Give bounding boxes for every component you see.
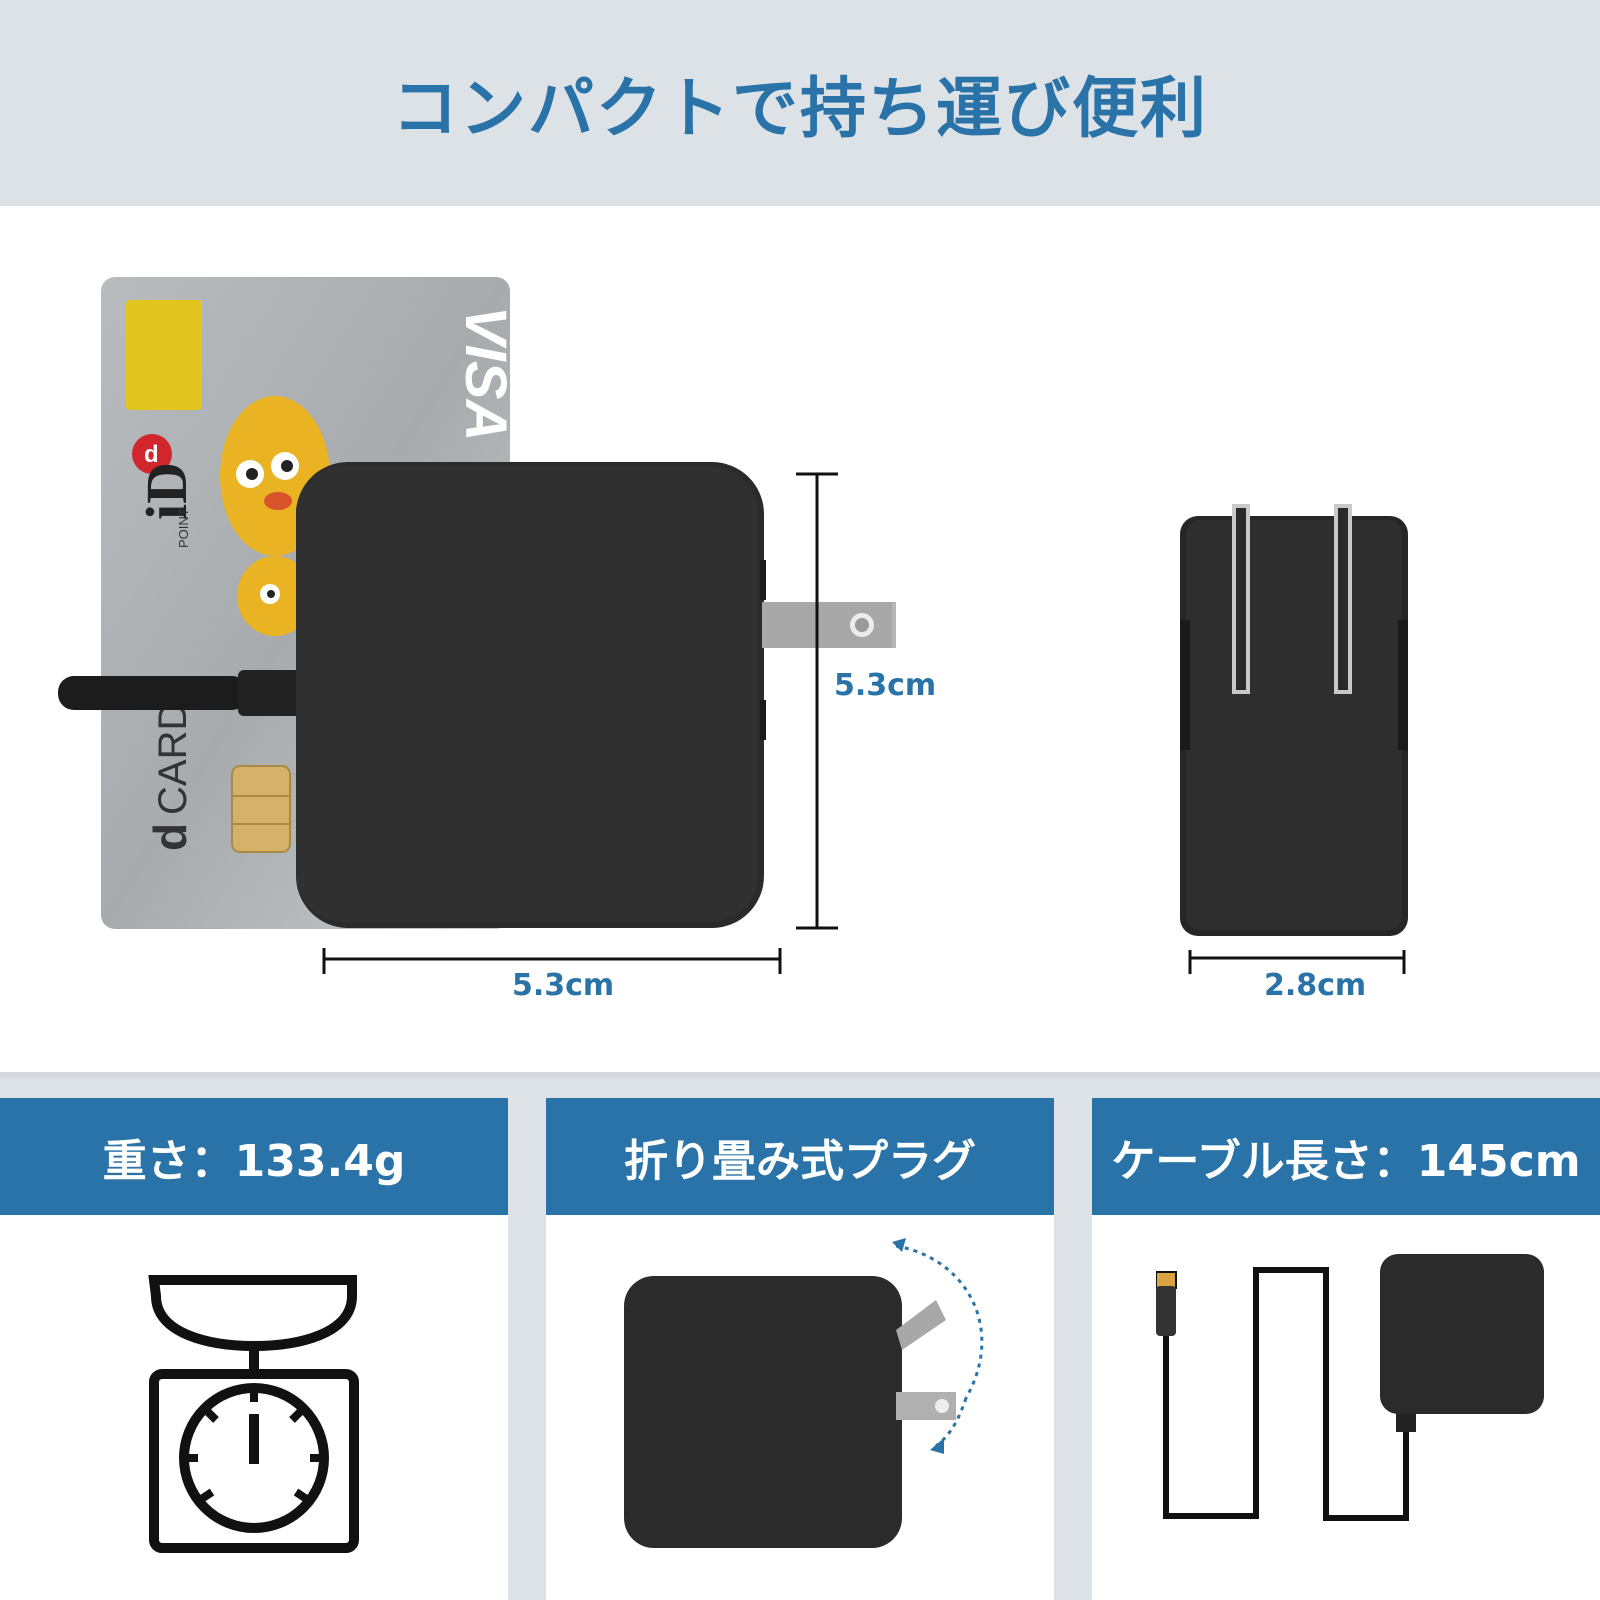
feature-label-weight: 重さ：133.4g [0, 1098, 508, 1215]
folding-plug-icon [624, 1238, 984, 1548]
width-label: 5.3cm [512, 968, 615, 1003]
feature-panel-weight: 重さ：133.4g [0, 1098, 508, 1600]
height-dimension-line [796, 472, 838, 930]
charger-cable [58, 670, 308, 716]
width-dimension-line [322, 948, 782, 974]
dpoint-logo [132, 434, 172, 474]
visa-logo-text: VISA [453, 306, 512, 441]
ic-chip [231, 765, 291, 853]
charger-front-image [296, 462, 896, 928]
section-divider [0, 1072, 1600, 1078]
page-title: コンパクトで持ち運び便利 [392, 70, 1208, 147]
feature-panel-folding-plug: 折り畳み式プラグ [546, 1098, 1054, 1600]
depth-label: 2.8cm [1264, 968, 1367, 1003]
id-logo-box [126, 300, 202, 410]
cable-icon [1156, 1254, 1544, 1521]
scale-icon [148, 1275, 359, 1553]
point-text: POINT [176, 508, 191, 548]
plug-prong [762, 602, 896, 648]
card-name-d: d [144, 823, 196, 851]
card-name-text: CARD [151, 702, 195, 815]
d-logo-text: d [144, 441, 159, 468]
feature-label-folding-plug: 折り畳み式プラグ [546, 1098, 1054, 1215]
feature-label-cable-length: ケーブル長さ：145cm [1092, 1098, 1600, 1215]
depth-dimension-line [1188, 950, 1406, 974]
height-label: 5.3cm [834, 668, 937, 703]
header-banner: コンパクトで持ち運び便利 [0, 0, 1600, 206]
feature-panel-cable-length: ケーブル長さ：145cm [1092, 1098, 1600, 1600]
charger-side-image [1180, 504, 1408, 936]
id-logo-text: iD [134, 462, 199, 520]
